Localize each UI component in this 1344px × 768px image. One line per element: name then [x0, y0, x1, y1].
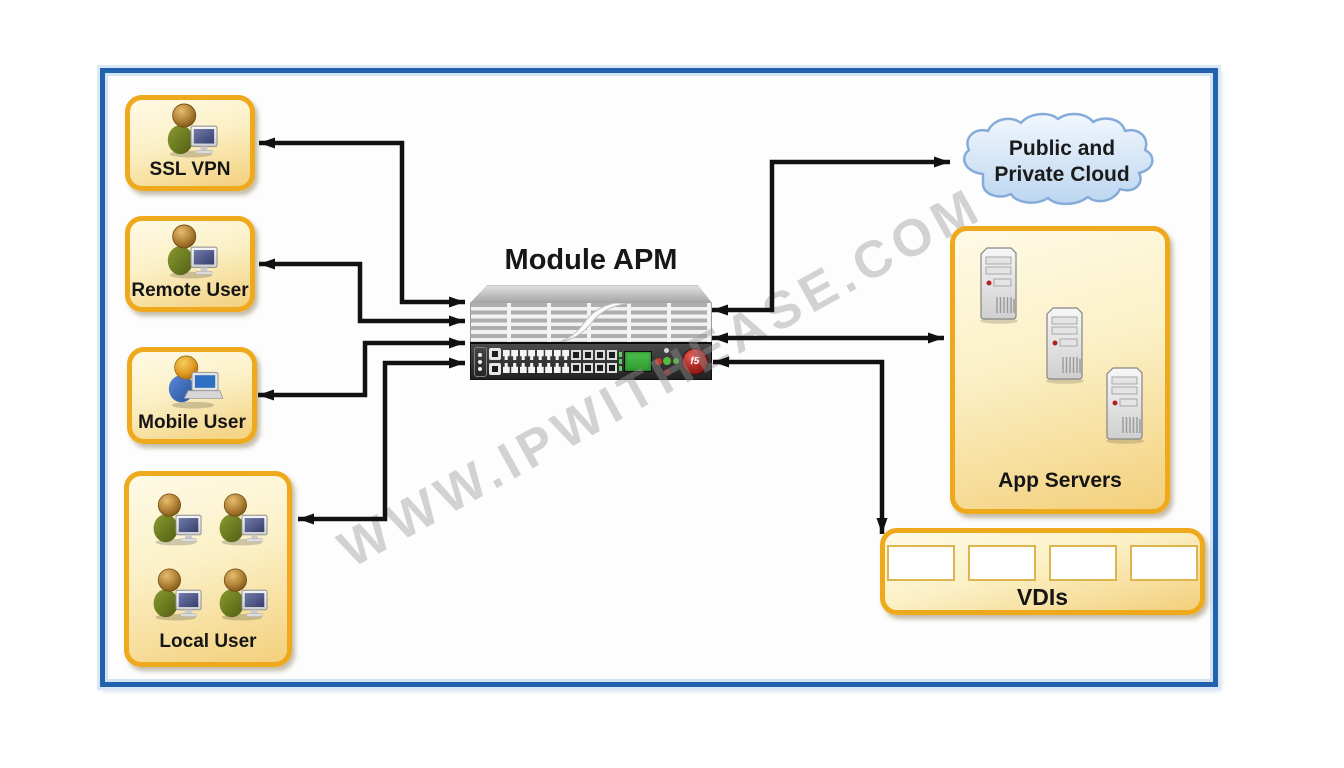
user-desktop-icon [210, 492, 272, 546]
vdi-slot [1049, 545, 1117, 581]
user-desktop-icon [144, 567, 206, 621]
appliance-title: Module APM [504, 244, 678, 276]
cloud-shape [963, 112, 1154, 206]
user-laptop-icon [159, 354, 225, 410]
f5-apm-appliance: f5 [470, 285, 712, 380]
vdi-slot-row [887, 545, 1198, 581]
server-tower-icon [975, 245, 1021, 325]
server-tower-icon [1101, 365, 1147, 445]
vdi-slot [887, 545, 955, 581]
appliance-vent-grille [470, 303, 712, 342]
node-label: App Servers [998, 469, 1122, 492]
activity-led-strip [619, 352, 623, 371]
user-desktop-icon [210, 567, 272, 621]
cloud-label-line1: Public and [1009, 137, 1115, 160]
user-desktop-icon [144, 492, 206, 546]
appliance-top-lid [470, 285, 712, 303]
management-ports [488, 348, 501, 375]
node-label: Local User [159, 631, 257, 652]
node-public-private-cloud: Public and Private Cloud [963, 112, 1154, 206]
user-desktop-icon [157, 223, 223, 279]
node-label: Mobile User [138, 412, 246, 433]
status-led-block [474, 346, 487, 377]
node-remote-user: Remote User [125, 216, 255, 312]
cloud-label-line2: Private Cloud [994, 163, 1129, 186]
node-mobile-user: Mobile User [127, 347, 257, 444]
server-tower-icon [1041, 305, 1087, 385]
vdi-slot [968, 545, 1036, 581]
vdi-slot [1130, 545, 1198, 581]
node-label: VDIs [1016, 584, 1069, 610]
node-local-user: Local User [124, 471, 292, 667]
node-app-servers: App Servers [950, 226, 1170, 514]
sfp-port-bank [571, 350, 618, 373]
node-vdis: VDIs [880, 528, 1205, 615]
node-ssl-vpn: SSL VPN [125, 95, 255, 191]
f5-logo-icon: f5 [681, 348, 708, 375]
node-label: SSL VPN [149, 159, 231, 180]
appliance-swoosh-decal [559, 303, 632, 342]
lcd-display [624, 351, 653, 372]
node-label: Remote User [131, 280, 249, 301]
f5-logo-text: f5 [690, 356, 700, 367]
ethernet-port-bank [502, 350, 570, 373]
user-desktop-icon [157, 102, 223, 158]
control-buttons [654, 347, 680, 377]
appliance-front-panel: f5 [470, 342, 712, 380]
